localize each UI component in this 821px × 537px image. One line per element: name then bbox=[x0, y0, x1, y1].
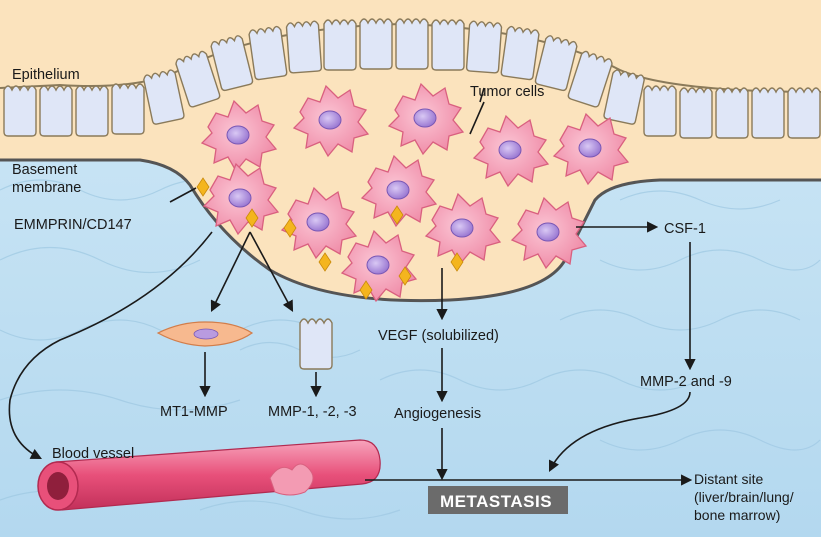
label-mmp-2-9: MMP-2 and -9 bbox=[640, 374, 732, 390]
label-angiogenesis: Angiogenesis bbox=[394, 406, 481, 422]
label-distant-site-line1: Distant site bbox=[694, 471, 763, 487]
arrow-icon bbox=[548, 391, 691, 473]
arrows bbox=[8, 87, 696, 486]
arrow-icon bbox=[469, 101, 485, 135]
label-epithelium: Epithelium bbox=[12, 67, 80, 83]
epithelial-layer bbox=[0, 18, 821, 139]
arrow-icon bbox=[249, 231, 294, 312]
label-mt1-mmp: MT1-MMP bbox=[160, 404, 228, 420]
label-metastasis: METASTASIS bbox=[440, 492, 552, 511]
label-distant-site-line3: bone marrow) bbox=[694, 507, 780, 523]
label-blood-vessel: Blood vessel bbox=[52, 446, 134, 462]
metastasis-box bbox=[428, 486, 568, 514]
arrow-icon bbox=[479, 87, 485, 103]
blood-vessel-icon bbox=[37, 439, 381, 511]
arrow-icon bbox=[210, 231, 251, 313]
label-basement-line1: Basement bbox=[12, 162, 77, 178]
epithelial-cell-icon bbox=[299, 318, 333, 370]
label-tumor-cells: Tumor cells bbox=[470, 84, 544, 100]
label-mmp-1-2-3: MMP-1, -2, -3 bbox=[268, 404, 357, 420]
label-distant-site-line2: (liver/brain/lung/ bbox=[694, 489, 794, 505]
arrow-icon bbox=[8, 231, 213, 460]
label-emmprin: EMMPRIN/CD147 bbox=[14, 217, 132, 233]
label-basement-line2: membrane bbox=[12, 180, 81, 196]
arrow-icon bbox=[169, 187, 197, 203]
label-vegf: VEGF (solubilized) bbox=[378, 328, 499, 344]
label-csf-1: CSF-1 bbox=[664, 221, 706, 237]
fibroblast-icon bbox=[156, 321, 254, 347]
